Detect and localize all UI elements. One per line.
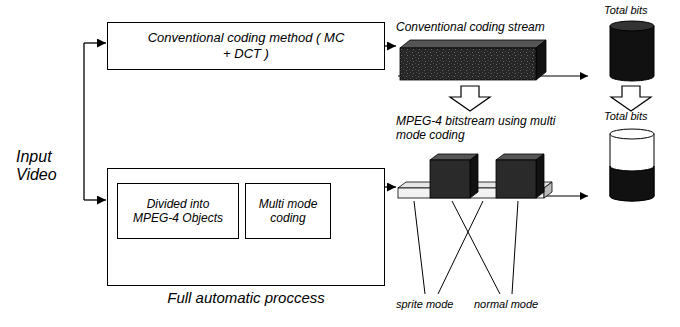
coding-stream: Conventional coding stream <box>396 20 592 86</box>
flow-arrow <box>385 186 396 187</box>
shape-heading: Total bits <box>598 4 664 17</box>
group-heading: Full automatic proccess <box>108 289 384 307</box>
cylinder-fill <box>610 166 654 201</box>
group-box: Divided into MPEG-4 Objects Multi mode co… <box>107 168 385 286</box>
box-text: Divided into MPEG-4 Objects <box>126 197 230 226</box>
normal-cube <box>430 160 470 198</box>
shape-heading: Total bits <box>598 110 664 123</box>
shape-heading: Conventional coding stream <box>396 20 592 34</box>
input-label: Input Video <box>16 148 76 185</box>
box-text: Multi mode coding <box>253 197 323 226</box>
hollow-down-arrow <box>450 86 490 111</box>
sprite-slab-side <box>544 182 552 198</box>
shape-heading: MPEG-4 bitstream using multi mode coding <box>396 114 564 143</box>
input-arrow <box>84 42 106 43</box>
leader-line <box>452 201 500 294</box>
bitstream: MPEG-4 bitstream using multi mode coding <box>396 114 592 206</box>
process-box: Divided into MPEG-4 Objects <box>117 183 239 239</box>
cylinder-lid <box>610 21 654 31</box>
normal-cube-side <box>470 154 478 198</box>
leader-line <box>512 201 518 294</box>
normal-cube <box>496 160 536 198</box>
mode-label: normal mode <box>474 298 554 311</box>
normal-cube-side <box>536 154 544 198</box>
stream-front <box>400 48 536 80</box>
input-arrow <box>84 199 106 200</box>
process-box: Multi mode coding <box>245 183 331 239</box>
flow-arrow <box>385 45 396 46</box>
input-split-line <box>83 43 84 200</box>
process-box: Conventional coding method ( MC + DCT ) <box>107 22 385 70</box>
cylinder-lid <box>610 129 654 139</box>
hollow-down-arrow <box>611 86 651 111</box>
cylinder-body <box>610 134 654 201</box>
stream-top <box>400 40 546 48</box>
stream-side <box>536 40 546 80</box>
cyl2-shape <box>598 110 664 202</box>
bits-cylinder: Total bits <box>598 4 664 82</box>
cylinder-body <box>610 26 654 81</box>
box-text: Conventional coding method ( MC + DCT ) <box>146 30 346 61</box>
mode-label: sprite mode <box>396 298 472 311</box>
bits-cylinder: Total bits <box>598 110 664 202</box>
leader-line <box>414 201 425 294</box>
